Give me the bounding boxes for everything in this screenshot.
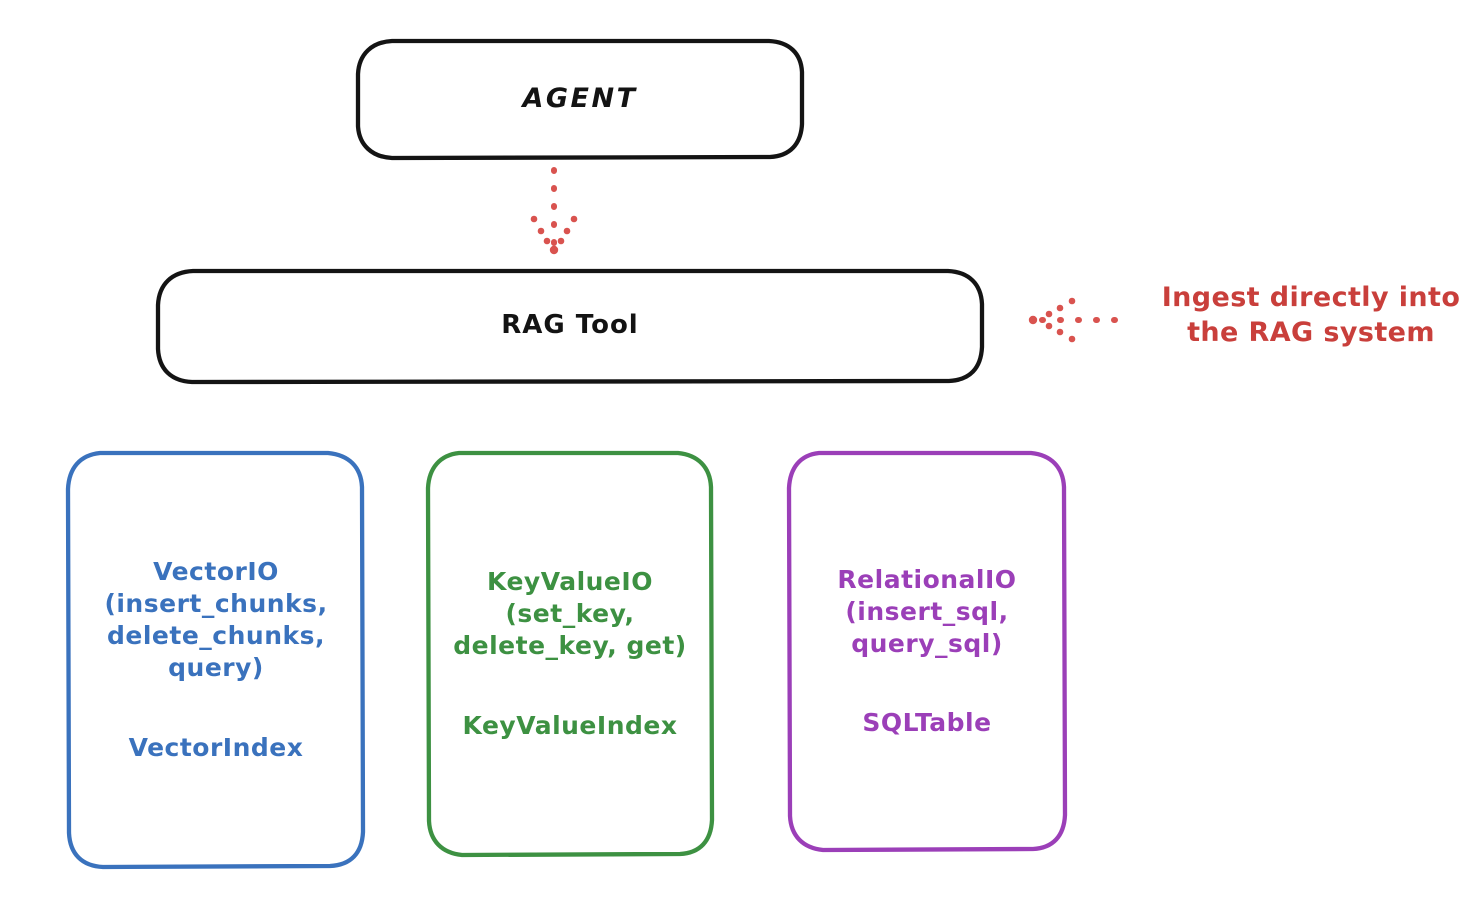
agent-box[interactable] [355,38,805,161]
connector-agent-to-rag-tool [530,167,578,255]
ingest-annotation-text: Ingest directly into the RAG system [1161,282,1461,349]
relational-io-box[interactable] [786,450,1068,853]
vector-io-box[interactable] [65,450,366,870]
connector-annotation-to-rag-tool [1028,297,1127,343]
key-value-io-box[interactable] [425,450,715,858]
rag-tool-box[interactable] [155,268,985,385]
